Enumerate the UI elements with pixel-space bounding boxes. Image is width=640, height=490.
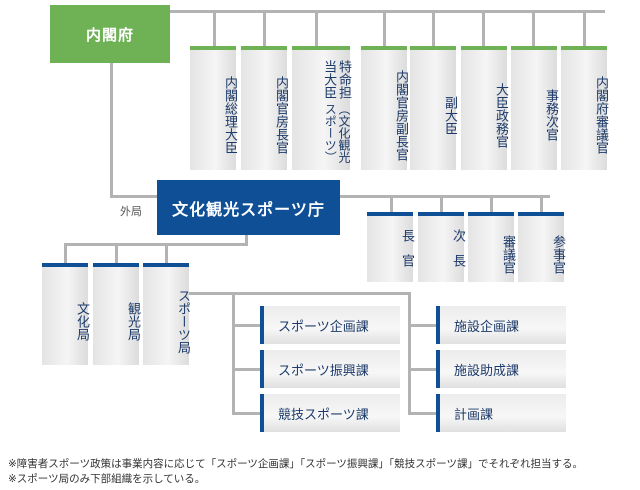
cabinet-item-deputy-chief-secretary: 内閣官房副長官 (361, 46, 408, 170)
bureau-sports: スポーツ局 (143, 263, 190, 365)
connector (408, 412, 438, 415)
connector (232, 412, 262, 415)
division-planning: 計画課 (436, 394, 566, 432)
cabinet-item-label: 事務次官 (543, 89, 558, 141)
official-label: 参事官 (550, 234, 565, 274)
division-competitive-sports: 競技スポーツ課 (260, 394, 400, 432)
connector (213, 10, 216, 46)
connector (110, 63, 113, 198)
official-label: 審議官 (500, 234, 515, 274)
cabinet-item-label: 内閣官房長官 (273, 76, 288, 154)
connector (64, 243, 248, 246)
cabinet-item-vice-minister-admin: 事務次官 (511, 46, 558, 170)
agency-label: 文化観光スポーツ庁 (172, 199, 325, 219)
division-facility-planning: 施設企画課 (436, 306, 566, 344)
connector (532, 10, 535, 46)
division-label: 競技スポーツ課 (278, 407, 369, 423)
official-counselor: 参事官 (518, 212, 565, 282)
bureau-label: スポーツ局 (175, 288, 190, 354)
division-label: 計画課 (454, 407, 494, 423)
connector (440, 195, 443, 215)
division-sports-promotion: スポーツ振興課 (260, 350, 400, 388)
official-commissioner: 長官 (367, 212, 414, 282)
cabinet-item-vice-minister: 副大臣 (410, 46, 457, 170)
connector (232, 368, 262, 371)
cabinet-item-parliamentary-secretary: 大臣政務官 (461, 46, 508, 170)
division-label: 施設企画課 (454, 319, 520, 335)
cabinet-item-pm: 内閣総理大臣 (190, 46, 237, 170)
connector (408, 292, 411, 414)
bureau-tourism: 観光局 (93, 263, 140, 365)
connector (245, 235, 248, 245)
connector (540, 195, 543, 215)
connector (165, 243, 168, 265)
connector (583, 10, 586, 46)
cabinet-item-special-minister: 特命担当大臣 （文化観光スポーツ） (292, 46, 351, 170)
agency-box: 文化観光スポーツ庁 (157, 180, 340, 235)
cabinet-item-deputy-vice-minister: 内閣府審議官 (561, 46, 608, 170)
connector (390, 195, 393, 215)
division-label: スポーツ企画課 (278, 319, 369, 335)
official-label: 長官 (399, 229, 414, 279)
external-bureau-label: 外局 (120, 205, 142, 218)
cabinet-office-box: 内閣府 (50, 5, 170, 63)
division-sports-planning: スポーツ企画課 (260, 306, 400, 344)
connector (408, 324, 438, 327)
connector (315, 10, 318, 46)
connector (110, 195, 160, 198)
connector (408, 368, 438, 371)
official-councilor: 審議官 (468, 212, 515, 282)
cabinet-item-label: 副大臣 (442, 95, 457, 135)
footnote-1: ※障害者スポーツ政策は事業内容に応じて「スポーツ企画課」「スポーツ振興課」「競技… (8, 458, 583, 470)
official-label: 次長 (450, 229, 465, 279)
connector (232, 324, 262, 327)
cabinet-item-label: 大臣政務官 (493, 82, 508, 148)
cabinet-item-label: 特命担当大臣 (321, 60, 351, 99)
division-label: スポーツ振興課 (278, 363, 369, 379)
connector (482, 10, 485, 46)
cabinet-item-label: 内閣府審議官 (593, 76, 608, 154)
connector (490, 195, 493, 215)
cabinet-item-label: 内閣官房副長官 (393, 69, 408, 161)
connector (64, 243, 67, 265)
connector (115, 243, 118, 265)
connector (432, 10, 435, 46)
bureau-label: 観光局 (125, 301, 140, 341)
bureau-label: 文化局 (74, 301, 89, 341)
connector (383, 10, 386, 46)
cabinet-item-label: 内閣総理大臣 (222, 76, 237, 154)
connector (340, 195, 550, 198)
cabinet-bus-line (155, 10, 605, 13)
official-deputy-commissioner: 次長 (418, 212, 465, 282)
bureau-culture: 文化局 (42, 263, 89, 365)
connector (232, 292, 235, 414)
cabinet-item-chief-secretary: 内閣官房長官 (241, 46, 288, 170)
connector (263, 10, 266, 46)
footnote-2: ※スポーツ局のみ下部組織を示している。 (8, 473, 206, 485)
cabinet-office-label: 内閣府 (85, 25, 134, 44)
division-facility-subsidy: 施設助成課 (436, 350, 566, 388)
division-label: 施設助成課 (454, 363, 520, 379)
connector (185, 292, 410, 295)
cabinet-item-sublabel: （文化観光スポーツ） (323, 103, 351, 164)
